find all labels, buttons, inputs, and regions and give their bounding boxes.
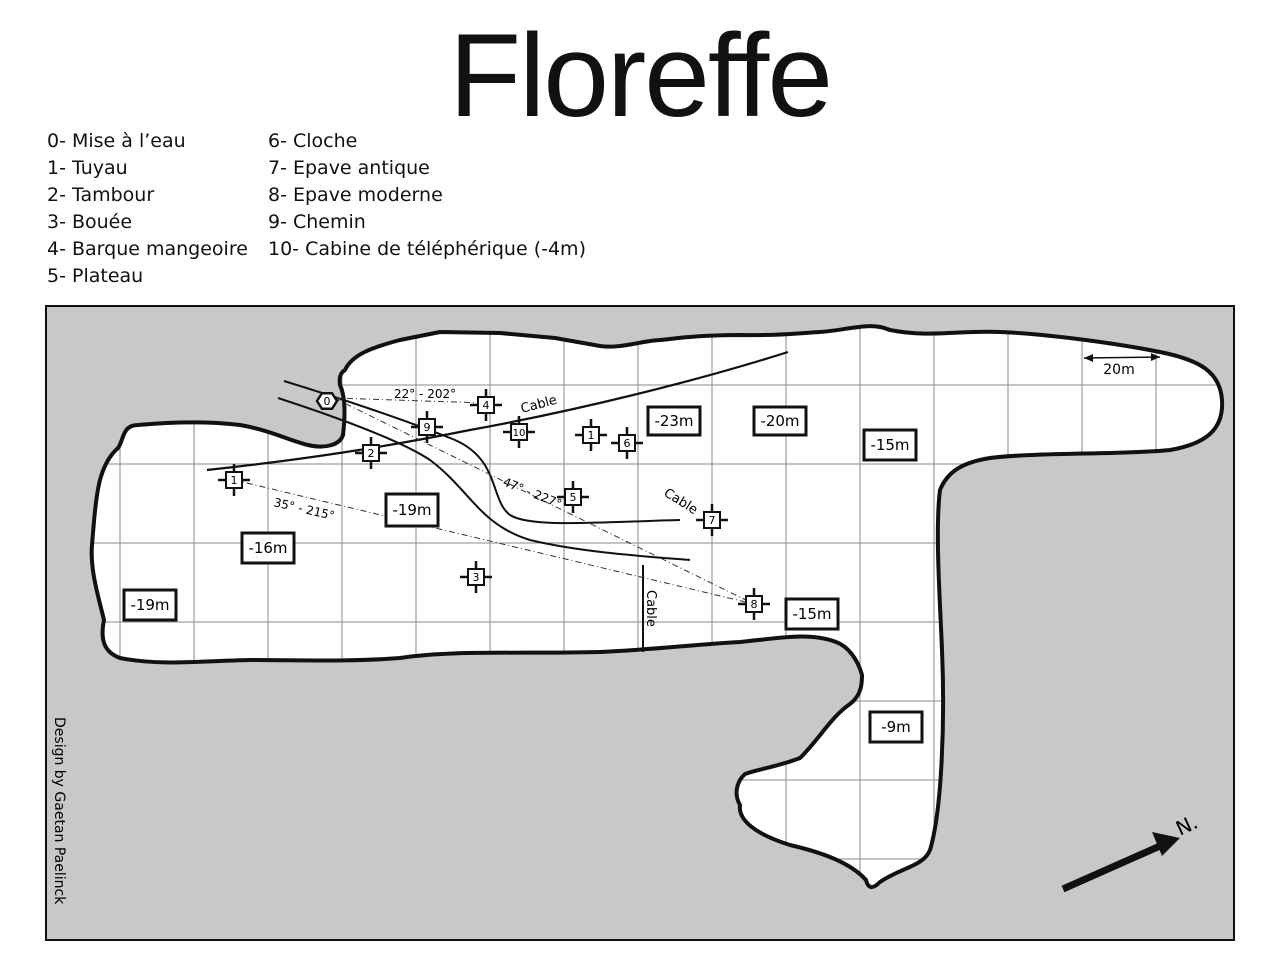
depth-labels: -23m -20m -15m -19m -16m -19m -15m -9m — [122, 405, 924, 744]
marker-number: 5 — [570, 491, 577, 504]
scale-bar: 20m — [1083, 353, 1161, 378]
site-marker: 1 — [575, 419, 607, 451]
site-marker: 1 — [218, 464, 250, 496]
site-markers: 0 1 2 3 4 5 6 7 8 9 10 1 — [218, 389, 770, 620]
depth-value: -20m — [760, 412, 799, 430]
depth-label: -19m — [384, 492, 440, 528]
depth-label: -16m — [240, 531, 296, 565]
depth-label: -20m — [752, 405, 808, 437]
marker-number: 1 — [588, 429, 595, 442]
legend-item: 5- Plateau — [47, 265, 144, 287]
legend-item: 1- Tuyau — [47, 157, 128, 179]
scale-label: 20m — [1103, 362, 1134, 378]
design-credit: Design by Gaetan Paelinck — [51, 717, 67, 905]
depth-label: -19m — [122, 588, 178, 622]
legend-item: 3- Bouée — [47, 211, 133, 233]
legend-item: 0- Mise à l’eau — [47, 130, 186, 152]
legend-left: 0- Mise à l’eau 1- Tuyau 2- Tambour 3- B… — [47, 128, 248, 290]
marker-number: 2 — [368, 447, 375, 460]
depth-value: -19m — [392, 501, 431, 519]
marker-number: 3 — [473, 571, 480, 584]
bearing-line — [233, 479, 755, 605]
path-line-upper — [283, 380, 681, 525]
legend-item: 6- Cloche — [268, 130, 358, 152]
legend-item: 2- Tambour — [47, 184, 155, 206]
legend-item: 10- Cabine de téléphérique (-4m) — [268, 238, 586, 260]
site-marker: 9 — [411, 411, 443, 443]
dive-site-map: 22° - 202° 47° - 227° 35° - 215° Cable C… — [45, 305, 1235, 941]
site-marker: 2 — [355, 437, 387, 469]
site-marker: 4 — [470, 389, 502, 421]
marker-number: 0 — [324, 395, 331, 408]
bearing-line — [333, 397, 487, 404]
land-area — [91, 326, 1223, 888]
depth-value: -9m — [881, 718, 911, 736]
marker-number: 1 — [231, 474, 238, 487]
depth-label: -23m — [646, 405, 702, 437]
map-title: Floreffe — [449, 10, 833, 142]
depth-value: -19m — [130, 596, 169, 614]
marker-number: 6 — [624, 437, 631, 450]
depth-value: -15m — [792, 605, 831, 623]
site-marker: 8 — [738, 588, 770, 620]
site-marker: 10 — [503, 416, 535, 448]
launch-point-marker: 0 — [315, 391, 339, 411]
shoreline — [89, 324, 1225, 889]
cable-label: Cable — [643, 590, 658, 627]
depth-value: -16m — [248, 539, 287, 557]
path-line-lower — [277, 397, 691, 561]
depth-label: -15m — [862, 428, 918, 462]
marker-number: 10 — [513, 428, 526, 439]
site-marker: 3 — [460, 561, 492, 593]
site-marker: 6 — [611, 427, 643, 459]
site-marker: 5 — [557, 481, 589, 513]
legend-item: 7- Epave antique — [268, 157, 430, 179]
legend-item: 8- Epave moderne — [268, 184, 443, 206]
legend-item: 4- Barque mangeoire — [47, 238, 248, 260]
depth-value: -23m — [654, 412, 693, 430]
bearing-label: 22° - 202° — [394, 387, 456, 401]
marker-number: 4 — [483, 399, 490, 412]
depth-label: -9m — [868, 710, 924, 744]
depth-value: -15m — [870, 436, 909, 454]
site-marker: 7 — [696, 504, 728, 536]
marker-number: 8 — [751, 598, 758, 611]
marker-number: 9 — [424, 421, 431, 434]
legend-right: 6- Cloche 7- Epave antique 8- Epave mode… — [268, 128, 586, 263]
main-cable-line — [206, 350, 789, 472]
marker-number: 7 — [709, 514, 716, 527]
depth-label: -15m — [784, 597, 840, 631]
legend-item: 9- Chemin — [268, 211, 366, 233]
